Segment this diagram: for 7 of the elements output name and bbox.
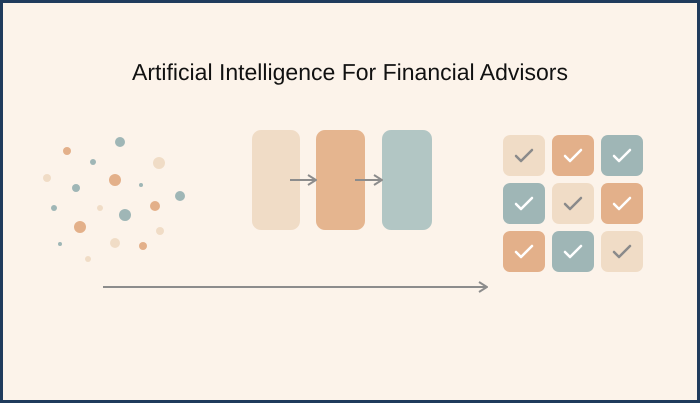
title: Artificial Intelligence For Financial Advisors [131,58,569,87]
arrow [355,174,383,186]
process-box [316,130,365,230]
arrow [103,281,488,293]
process-box [252,130,300,230]
process-box [382,130,432,230]
arrow [290,174,317,186]
